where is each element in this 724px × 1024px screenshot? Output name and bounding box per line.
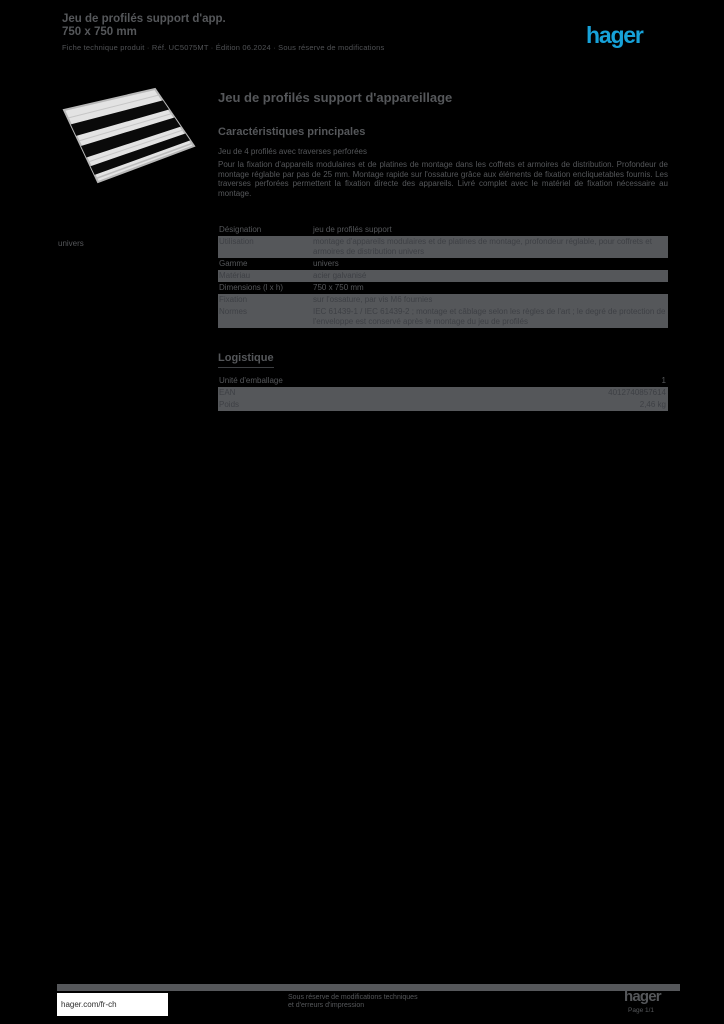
disclaimer-line2: et d'erreurs d'impression <box>288 1002 365 1009</box>
spec-label: Matériau <box>219 271 251 280</box>
disclaimer-line1: Sous réserve de modifications techniques <box>288 994 418 1001</box>
section-heading-logistics: Logistique <box>218 352 274 368</box>
product-title: Jeu de profilés support d'appareillage <box>218 90 453 105</box>
document-title-line2: 750 x 750 mm <box>62 26 137 38</box>
spec-value: sur l'ossature, par vis M6 fournies <box>313 295 433 304</box>
footer-website-link[interactable]: hager.com/fr-ch <box>61 1000 117 1009</box>
product-intro-line: Jeu de 4 profilés avec traverses perforé… <box>218 147 367 156</box>
spec-value: univers <box>313 259 339 268</box>
logistics-table: Unité d'emballage 1 EAN 4012740857614 Po… <box>218 375 668 411</box>
table-row: Fixation sur l'ossature, par vis M6 four… <box>218 294 668 306</box>
logistics-label: Unité d'emballage <box>219 376 283 385</box>
document-subtitle: Fiche technique produit · Réf. UC5075MT … <box>62 43 385 52</box>
logistics-value: 2,46 kg <box>639 400 666 409</box>
table-row: Unité d'emballage 1 <box>218 375 668 387</box>
table-row: Dimensions (l x h) 750 x 750 mm <box>218 282 668 294</box>
footer-hager-logo: hager <box>624 988 662 1005</box>
spec-table: Désignation jeu de profilés support Util… <box>218 224 668 328</box>
table-row: Normes IEC 61439-1 / IEC 61439-2 ; monta… <box>218 306 668 328</box>
footer-website-box[interactable]: hager.com/fr-ch <box>57 993 168 1016</box>
table-row: Désignation jeu de profilés support <box>218 224 668 236</box>
logistics-value: 1 <box>661 376 666 385</box>
frame-kit-illustration <box>62 87 196 184</box>
logistics-value: 4012740857614 <box>608 388 666 397</box>
spec-value: IEC 61439-1 / IEC 61439-2 ; montage et c… <box>313 307 666 326</box>
section-heading-logistics-label: Logistique <box>218 352 274 368</box>
spec-label: Désignation <box>219 225 262 234</box>
table-row: Poids 2,46 kg <box>218 399 668 411</box>
spec-label: Dimensions (l x h) <box>219 283 284 292</box>
document-title-line1: Jeu de profilés support d'app. <box>62 13 226 25</box>
footer-disclaimer: Sous réserve de modifications techniques… <box>288 994 418 1010</box>
spec-label: Normes <box>219 307 248 316</box>
logistics-label: Poids <box>219 400 240 409</box>
section-heading-characteristics: Caractéristiques principales <box>218 126 366 138</box>
logistics-label: EAN <box>219 388 236 397</box>
spec-label: Utilisation <box>219 237 254 246</box>
range-label: univers <box>58 239 84 248</box>
hager-logo: hager <box>586 22 644 48</box>
spec-value: montage d'appareils modulaires et de pla… <box>313 237 652 256</box>
product-description: Pour la fixation d'appareils modulaires … <box>218 160 668 198</box>
product-photo <box>58 86 204 190</box>
footer-page-indicator: Page 1/1 <box>628 1007 655 1014</box>
table-row: EAN 4012740857614 <box>218 387 668 399</box>
footer-rule <box>57 984 680 991</box>
spec-label: Gamme <box>219 259 248 268</box>
table-row: Matériau acier galvanisé <box>218 270 668 282</box>
spec-value: jeu de profilés support <box>313 225 392 234</box>
table-row: Gamme univers <box>218 258 668 270</box>
spec-value: 750 x 750 mm <box>313 283 364 292</box>
spec-value: acier galvanisé <box>313 271 367 280</box>
header-block: Jeu de profilés support d'app. 750 x 750… <box>62 13 384 52</box>
spec-label: Fixation <box>219 295 248 304</box>
table-row: Utilisation montage d'appareils modulair… <box>218 236 668 258</box>
